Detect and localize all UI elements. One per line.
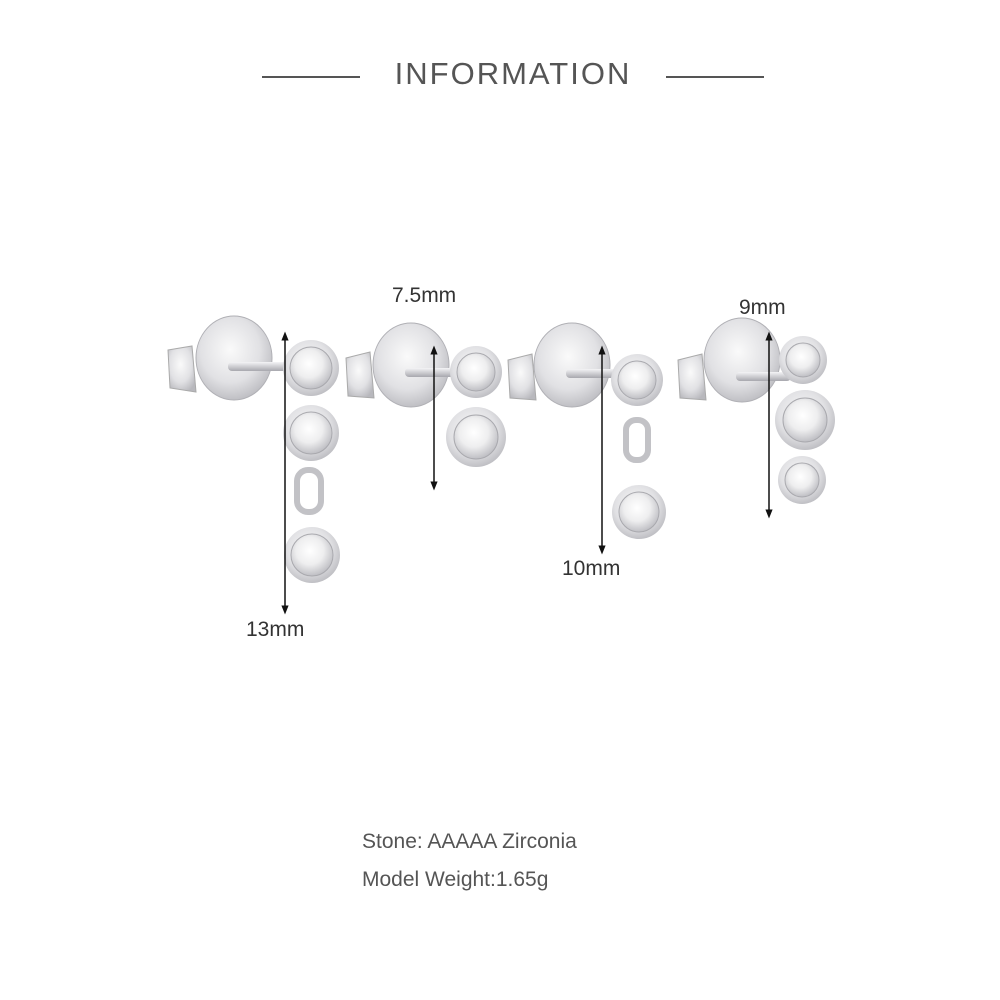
gem-icon xyxy=(446,407,506,467)
product-photo xyxy=(167,315,835,615)
size-label-13mm: 13mm xyxy=(246,618,305,641)
gem-icon xyxy=(283,405,339,461)
gem-icon xyxy=(779,336,827,384)
gem-icon xyxy=(775,390,835,450)
header-rule-right xyxy=(666,76,764,78)
size-label-10mm: 10mm xyxy=(562,557,621,580)
gem-icon xyxy=(611,354,663,406)
gem-icon xyxy=(450,346,502,398)
gem-icon xyxy=(612,485,666,539)
size-label-9mm: 9mm xyxy=(739,296,786,319)
stone-spec: Stone: AAAAA Zirconia xyxy=(362,830,577,853)
gem-icon xyxy=(284,527,340,583)
gem-icon xyxy=(283,340,339,396)
section-title: INFORMATION xyxy=(394,56,632,91)
earring-4 xyxy=(677,317,835,504)
section-header: INFORMATION xyxy=(0,56,1000,100)
size-label-7-5mm: 7.5mm xyxy=(392,284,457,307)
gem-icon xyxy=(778,456,826,504)
header-rule-left xyxy=(262,76,360,78)
earring-2 xyxy=(345,322,506,467)
earring-1 xyxy=(167,315,340,583)
weight-spec: Model Weight:1.65g xyxy=(362,868,549,891)
earring-3 xyxy=(507,322,666,539)
